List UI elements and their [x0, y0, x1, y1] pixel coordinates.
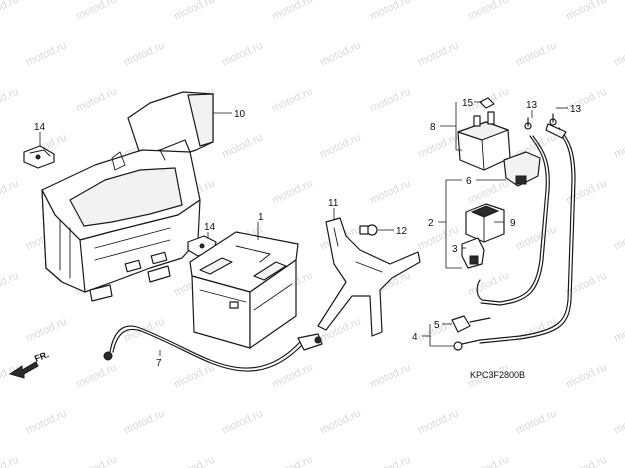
relay-cover	[503, 151, 541, 187]
battery-stay	[317, 217, 421, 337]
watermark-text: motod.ru	[514, 39, 558, 68]
callout-12: 12	[396, 226, 408, 237]
watermark-text: motod.ru	[368, 453, 412, 468]
watermark-text: motod.ru	[74, 453, 118, 468]
watermark-text: motod.ru	[122, 407, 166, 436]
watermark-text: motod.ru	[612, 39, 625, 68]
bolt	[359, 224, 378, 236]
watermark-text: motod.ru	[0, 269, 21, 298]
watermark-text: motod.ru	[612, 407, 625, 436]
watermark-text: motod.ru	[368, 361, 412, 390]
callout-9: 9	[510, 218, 516, 229]
front-direction-label: FR.	[33, 349, 50, 364]
watermark-text: motod.ru	[0, 453, 21, 468]
watermark-text: motod.ru	[270, 85, 314, 114]
watermark-text: motod.ru	[24, 315, 68, 344]
terminal-cap	[451, 315, 491, 333]
watermark-text: motod.ru	[74, 85, 118, 114]
watermark-text: motod.ru	[172, 361, 216, 390]
watermark-text: motod.ru	[368, 85, 412, 114]
callout-2: 2	[428, 218, 434, 229]
ground-terminal	[453, 339, 481, 351]
watermark-text: motod.ru	[318, 407, 362, 436]
diagram-code: KPC3F2800B	[470, 370, 525, 380]
watermark-text: motod.ru	[270, 0, 314, 23]
callout-11: 11	[328, 198, 339, 209]
watermark-text: motod.ru	[416, 39, 460, 68]
terminal-bolt-right	[549, 113, 557, 126]
watermark-text: motod.ru	[24, 407, 68, 436]
watermark-text: motod.ru	[74, 0, 118, 23]
callout-8: 8	[430, 122, 436, 133]
battery	[189, 231, 299, 349]
watermark-text: motod.ru	[564, 361, 608, 390]
watermark-text: motod.ru	[318, 39, 362, 68]
watermark-text: motod.ru	[466, 453, 510, 468]
watermark-text: motod.ru	[270, 177, 314, 206]
watermark-text: motod.ru	[368, 0, 412, 23]
watermark-text: motod.ru	[122, 39, 166, 68]
callout-14b: 14	[204, 222, 216, 233]
watermark-text: motod.ru	[0, 85, 21, 114]
watermark-text: motod.ru	[612, 131, 625, 160]
watermark-text: motod.ru	[416, 131, 460, 160]
watermark-text: motod.ru	[74, 361, 118, 390]
watermark-text: motod.ru	[220, 131, 264, 160]
callout-4: 4	[412, 332, 418, 343]
battery-case	[41, 91, 214, 302]
relay-cap	[479, 97, 495, 109]
starter-cables	[476, 123, 576, 344]
callout-3: 3	[452, 244, 458, 255]
fuse-holder	[465, 203, 505, 243]
battery-cable	[103, 325, 323, 372]
watermark-text: motod.ru	[612, 315, 625, 344]
terminal-bolt-left	[524, 117, 532, 130]
watermark-text: motod.ru	[270, 453, 314, 468]
watermark-text: motod.ru	[612, 223, 625, 252]
watermark-text: motod.ru	[318, 131, 362, 160]
watermark-text: motod.ru	[564, 453, 608, 468]
callouts: 1 2 3 4 5 6 7 8 9 10 11 12 13 13 14 14 1…	[34, 98, 582, 369]
watermark-text: motod.ru	[514, 223, 558, 252]
watermark-text: motod.ru	[514, 315, 558, 344]
front-direction-arrow	[8, 361, 39, 379]
watermark-text: motod.ru	[514, 407, 558, 436]
callout-10: 10	[234, 109, 246, 120]
starter-relay	[457, 111, 511, 171]
watermark-text: motod.ru	[270, 361, 314, 390]
fuse-clip	[461, 237, 485, 269]
watermark-text: motod.ru	[466, 177, 510, 206]
callout-15: 15	[462, 98, 474, 109]
callout-14a: 14	[34, 122, 46, 133]
watermark-text: motod.ru	[24, 39, 68, 68]
watermark-text: motod.ru	[416, 407, 460, 436]
callout-13a: 13	[526, 100, 538, 111]
watermark-text: motod.ru	[220, 39, 264, 68]
watermark-text: motod.ru	[172, 453, 216, 468]
watermark-text: motod.ru	[172, 0, 216, 23]
leader-lines	[39, 101, 568, 356]
watermark-text: motod.ru	[0, 177, 21, 206]
watermark-text: motod.ru	[368, 177, 412, 206]
callout-13b: 13	[570, 104, 582, 115]
watermark-text: motod.ru	[466, 269, 510, 298]
watermark-text: motod.ru	[466, 0, 510, 23]
callout-7: 7	[156, 358, 162, 369]
watermark-text: motod.ru	[564, 0, 608, 23]
callout-5: 5	[434, 320, 440, 331]
watermark-text: motod.ru	[0, 0, 21, 23]
callout-6: 6	[466, 176, 472, 187]
watermark-text: motod.ru	[220, 407, 264, 436]
callout-1: 1	[258, 212, 264, 223]
